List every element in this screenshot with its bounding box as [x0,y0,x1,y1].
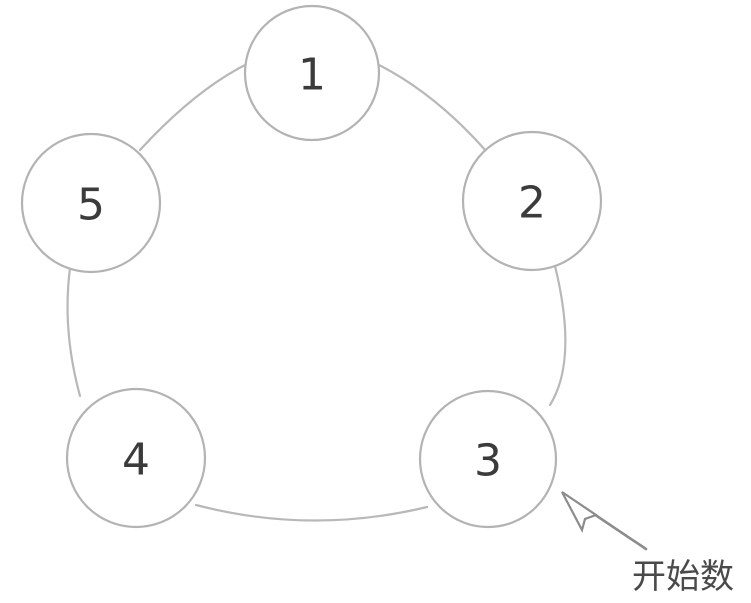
node-label-2: 2 [518,178,546,229]
arrow-head-icon [561,491,599,533]
node-label-3: 3 [474,436,502,487]
annotation-label: 开始数 [632,557,734,597]
node-label-5: 5 [77,180,105,231]
node-circle-1[interactable] [243,4,381,142]
node-circle-4[interactable] [65,387,207,529]
edge-5-to-1 [138,61,251,152]
ring-edges [66,61,567,522]
node-label-4: 4 [122,435,150,486]
node-label-1: 1 [298,50,326,101]
annotation-arrow [561,491,648,551]
edge-4-to-5 [66,266,82,398]
node-circle-3[interactable] [418,389,558,529]
edge-1-to-2 [373,61,489,154]
edge-3-to-4 [194,503,429,522]
node-circle-5[interactable] [20,132,162,274]
node-circle-2[interactable] [461,130,603,272]
ring-node-labels: 1 2 3 4 5 [77,50,546,487]
ring-nodes [20,4,603,529]
edge-2-to-3 [548,264,567,407]
